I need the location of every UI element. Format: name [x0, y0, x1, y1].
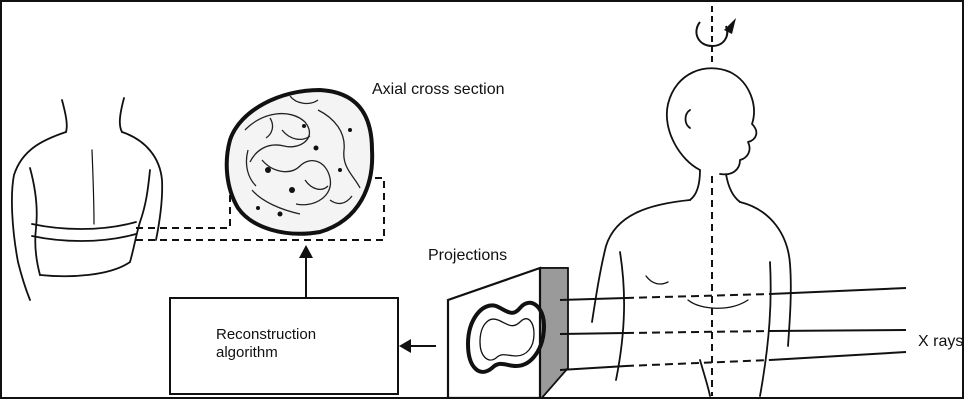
- x-ray-beams: [560, 288, 906, 370]
- reconstruction-label-line1: Reconstruction: [216, 326, 316, 344]
- axial-cross-section-image: [227, 90, 372, 234]
- patient-figure: [592, 68, 791, 396]
- reconstruction-label-line2: algorithm: [216, 344, 316, 362]
- arrow-to-reconstruction: [399, 339, 436, 353]
- rotation-axis: [696, 6, 736, 62]
- patient-back-figure: [12, 98, 162, 300]
- axial-cross-section-label: Axial cross section: [372, 80, 505, 99]
- projections-label: Projections: [428, 246, 507, 265]
- projection-detector-plate: [448, 268, 568, 399]
- arrow-to-cross-section: [299, 245, 313, 298]
- reconstruction-algorithm-label: Reconstruction algorithm: [216, 326, 316, 362]
- x-rays-label: X rays: [918, 332, 963, 351]
